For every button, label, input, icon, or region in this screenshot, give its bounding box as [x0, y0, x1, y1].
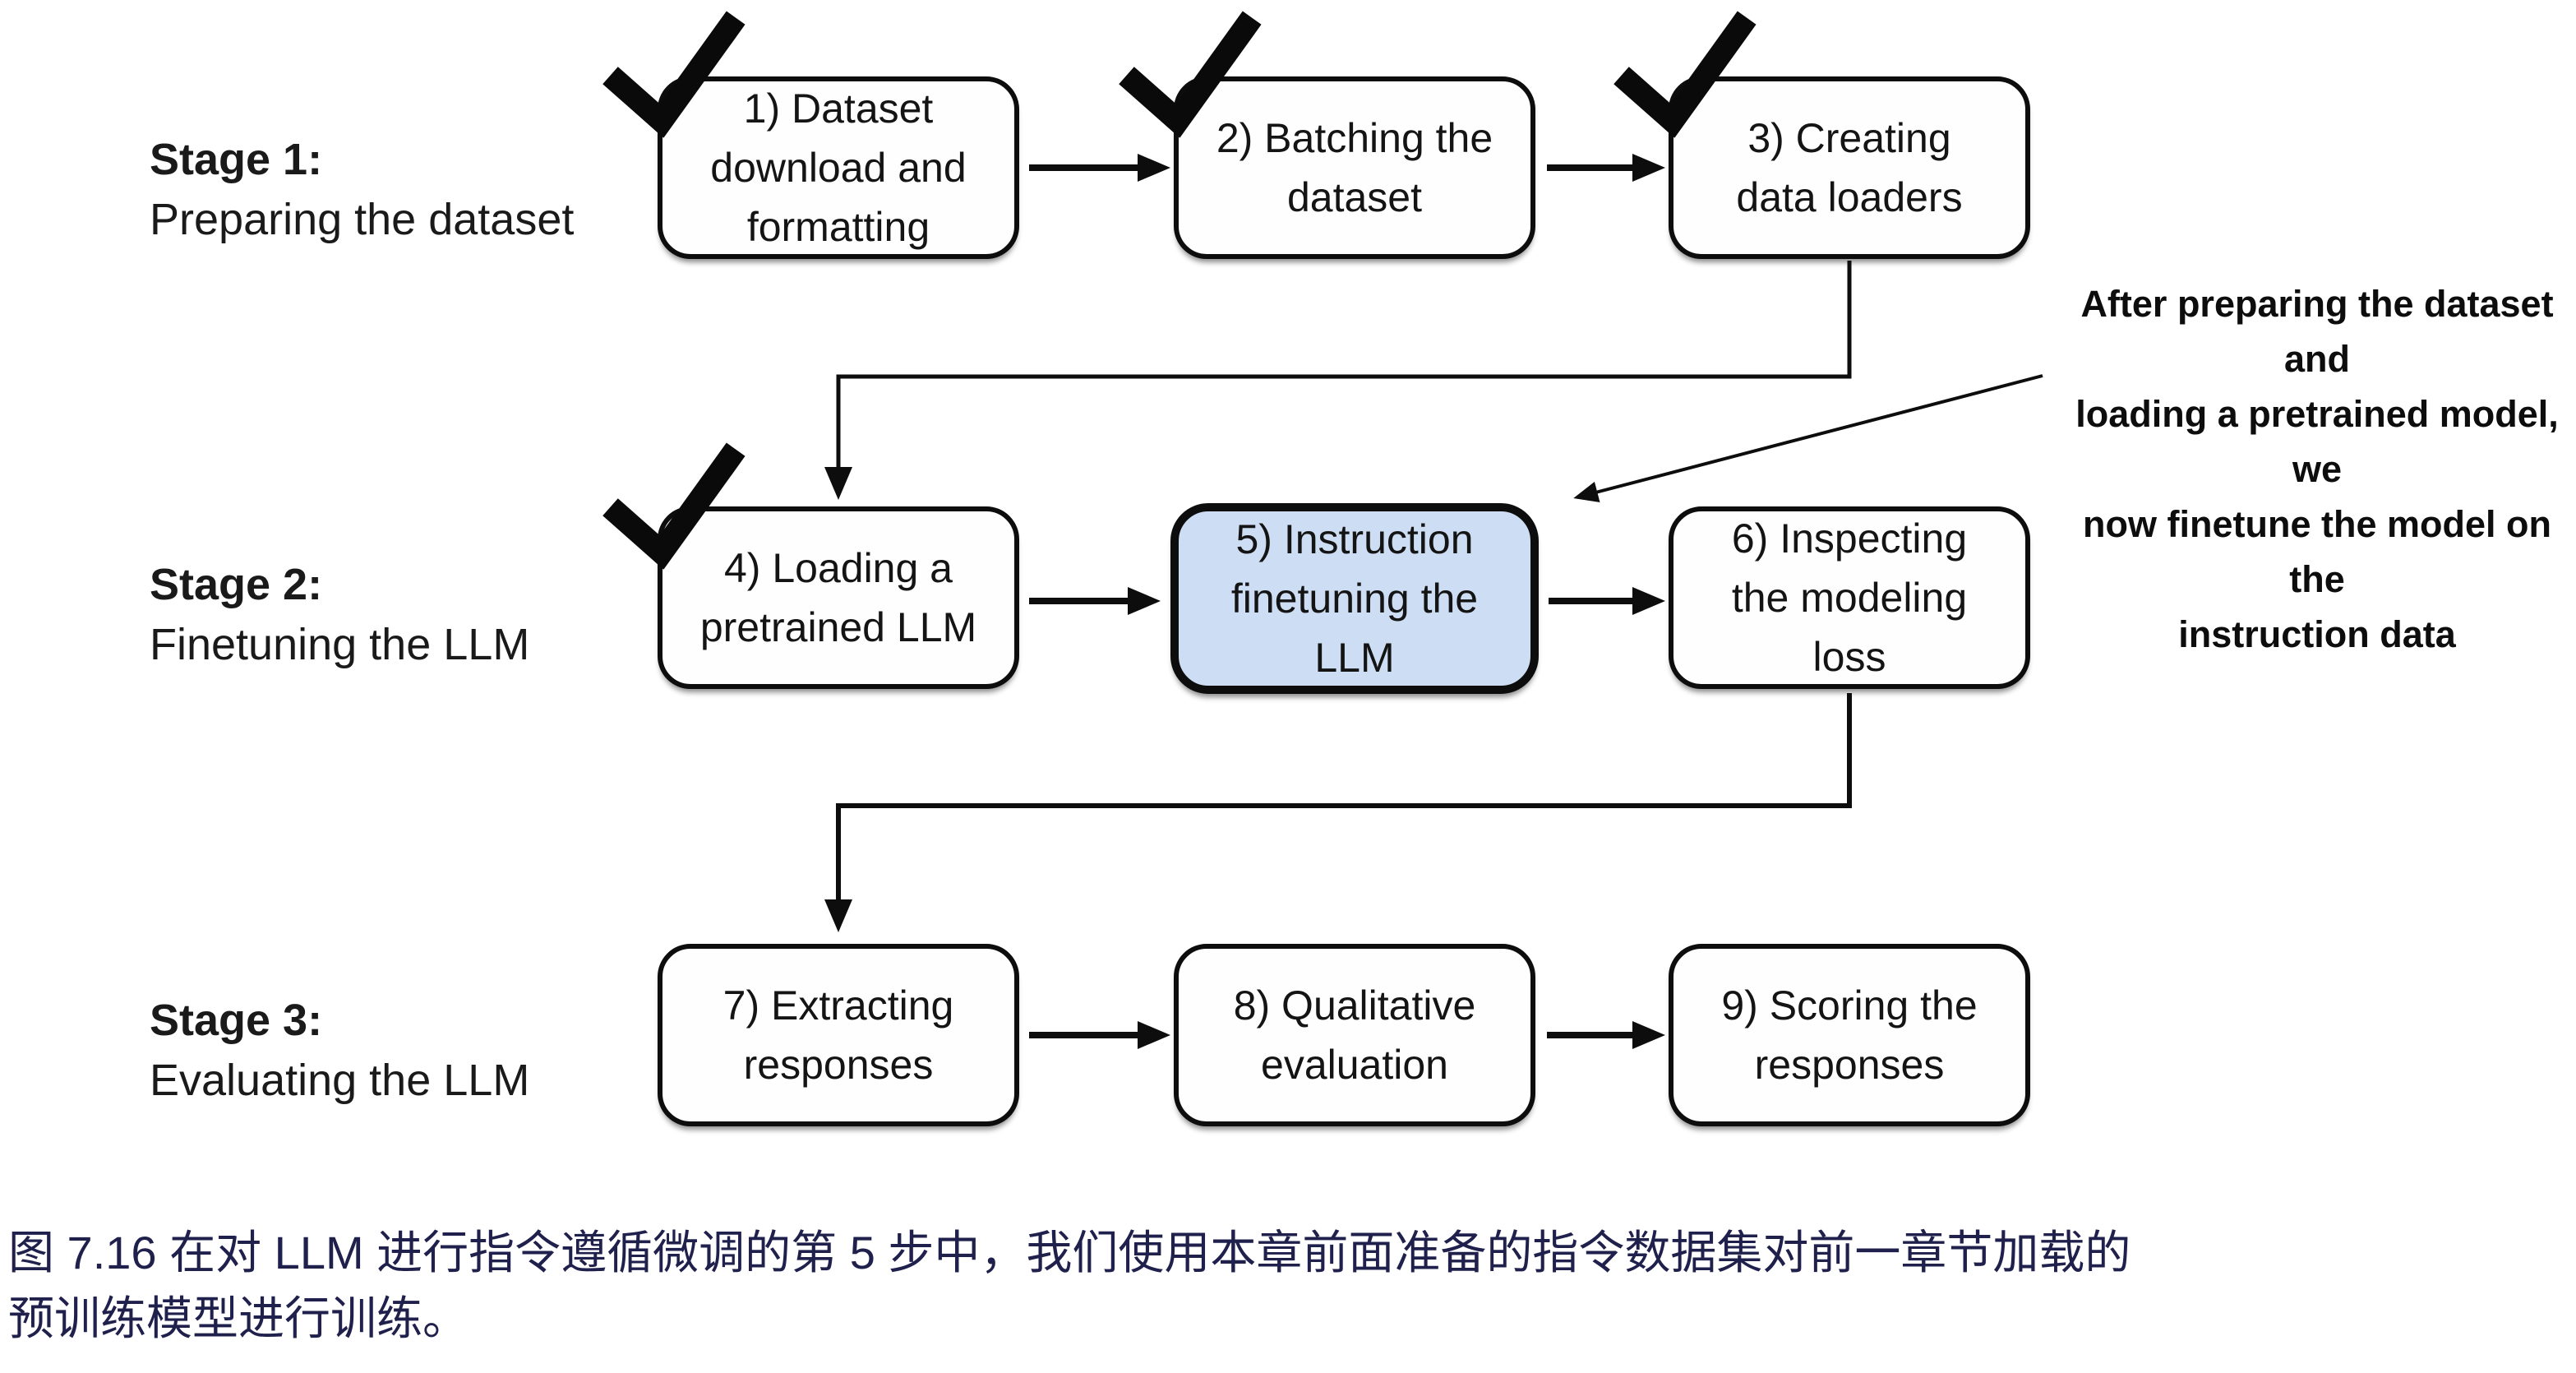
- flow-box-7-extracting-responses: 7) Extracting responses: [658, 944, 1019, 1126]
- flow-box-6-inspecting-loss: 6) Inspecting the modeling loss: [1669, 506, 2030, 689]
- stage-1-subtitle: Preparing the dataset: [150, 195, 575, 244]
- flow-box-8-qualitative-evaluation: 8) Qualitative evaluation: [1174, 944, 1535, 1126]
- flow-box-2-batching-dataset: 2) Batching the dataset: [1174, 76, 1535, 259]
- stage-label-3: Stage 3: Evaluating the LLM: [150, 991, 725, 1111]
- annotation-arrow: [1573, 374, 2043, 503]
- figure-caption: 图 7.16 在对 LLM 进行指令遵循微调的第 5 步中，我们使用本章前面准备…: [8, 1227, 2131, 1344]
- stage-2-title: Stage 2:: [150, 560, 323, 609]
- flow-box-4-loading-pretrained-llm: 4) Loading a pretrained LLM: [658, 506, 1019, 689]
- flow-box-1-dataset-download: 1) Dataset download and formatting: [658, 76, 1019, 259]
- flow-box-5-instruction-finetuning: 5) Instruction finetuning the LLM: [1170, 503, 1539, 694]
- stage-3-title: Stage 3:: [150, 996, 323, 1045]
- stage-label-1: Stage 1: Preparing the dataset: [150, 130, 725, 250]
- stage-3-subtitle: Evaluating the LLM: [150, 1056, 530, 1105]
- elbow-box3-to-box4: [824, 261, 1852, 500]
- stage-label-2: Stage 2: Finetuning the LLM: [150, 555, 725, 675]
- stage-2-subtitle: Finetuning the LLM: [150, 620, 530, 669]
- flow-box-9-scoring-responses: 9) Scoring the responses: [1669, 944, 2030, 1126]
- annotation-note: After preparing the dataset and loading …: [2075, 283, 2559, 655]
- flow-box-3-creating-data-loaders: 3) Creating data loaders: [1669, 76, 2030, 259]
- elbow-box6-to-box7: [824, 693, 1852, 932]
- stage-1-title: Stage 1:: [150, 135, 323, 184]
